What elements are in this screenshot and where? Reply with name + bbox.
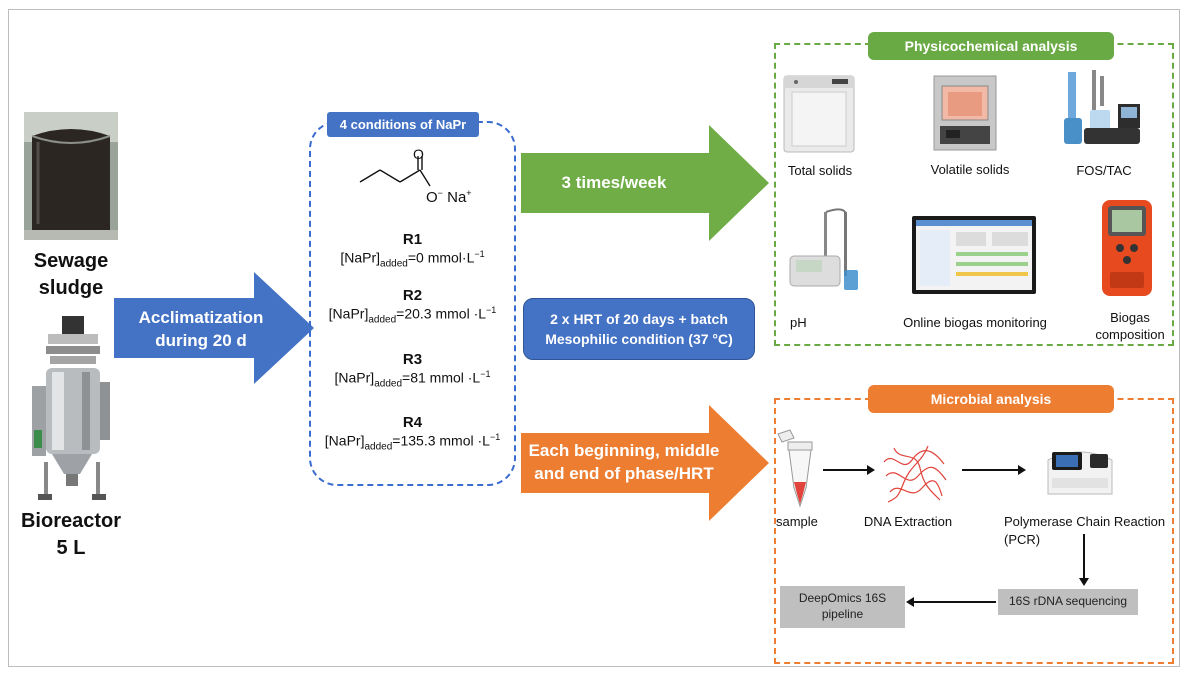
hrt-box: 2 x HRT of 20 days + batch Mesophilic co… <box>523 298 755 360</box>
physicochemical-header: Physicochemical analysis <box>868 32 1114 60</box>
condition-r3-title: R3 <box>402 351 423 368</box>
oven-image <box>782 72 856 156</box>
pcr-label: Polymerase Chain Reaction (PCR) <box>1004 514 1166 547</box>
figure-frame <box>8 9 1180 667</box>
dna-to-pcr-arrow <box>962 465 1026 475</box>
acclimatization-label: Acclimatization during 20 d <box>138 308 264 350</box>
sequencing-to-pipeline-arrow <box>906 597 996 607</box>
condition-r4-value: [NaPr]added=135.3 mmol ·L−1 <box>324 432 501 453</box>
condition-r2-title: R2 <box>402 287 423 304</box>
microbial-sampling-arrow <box>521 405 769 521</box>
biogas-composition-label: Biogas composition <box>1095 310 1165 342</box>
hrt-line1: 2 x HRT of 20 days + batch <box>550 310 728 327</box>
conditions-header: 4 conditions of NaPr <box>327 112 479 137</box>
sample-label: sample <box>776 514 818 529</box>
condition-r1-title: R1 <box>402 231 423 248</box>
ph-meter-image <box>786 204 866 294</box>
volatile-solids-label: Volatile solids <box>930 162 1010 177</box>
titrator-image <box>1062 66 1142 148</box>
monitor-screen-image <box>912 216 1036 294</box>
online-biogas-label: Online biogas monitoring <box>903 315 1047 330</box>
bioreactor-label: Bioreactor 5 L <box>20 510 122 559</box>
propionate-structure <box>356 148 486 212</box>
sample-to-dna-arrow <box>823 465 875 475</box>
sodium-label: Na <box>447 189 467 206</box>
sample-tube-image <box>776 428 816 510</box>
ph-label: pH <box>790 315 807 330</box>
pcr-machine-image <box>1042 442 1118 498</box>
sewage-sludge-label: Sewage sludge <box>33 250 109 299</box>
pipeline-box: DeepOmics 16S pipeline <box>780 586 905 628</box>
sampling-frequency-arrow <box>521 125 769 241</box>
condition-r3-value: [NaPr]added=81 mmol ·L−1 <box>334 369 491 390</box>
bioreactor-photo <box>22 312 122 504</box>
fos-tac-label: FOS/TAC <box>1076 163 1132 178</box>
plus-charge: + <box>466 188 472 198</box>
hrt-line2: Mesophilic condition (37 °C) <box>545 331 733 347</box>
dna-strands-image <box>880 442 950 506</box>
condition-r2-value: [NaPr]added=20.3 mmol ·L−1 <box>328 305 497 326</box>
biogas-analyzer-image <box>1100 198 1154 298</box>
minus-charge: − <box>437 188 443 198</box>
total-solids-label: Total solids <box>787 163 853 178</box>
sequencing-box: 16S rDNA sequencing <box>998 589 1138 615</box>
sampling-frequency-label: 3 times/week <box>561 173 667 192</box>
pcr-to-sequencing-arrow <box>1079 534 1089 586</box>
microbial-sampling-label: Each beginning, middle and end of phase/… <box>528 441 720 483</box>
carbonyl-oxygen-label: O <box>413 146 424 162</box>
condition-r4-title: R4 <box>402 414 423 431</box>
sewage-sludge-photo <box>24 112 118 240</box>
acclimatization-arrow <box>114 272 314 384</box>
microbial-header: Microbial analysis <box>868 385 1114 413</box>
dna-extraction-label: DNA Extraction <box>863 514 953 529</box>
muffle-furnace-image <box>932 74 998 152</box>
condition-r1-value: [NaPr]added=0 mmol·L−1 <box>340 249 485 270</box>
carboxylate-label: O− Na+ <box>426 188 472 206</box>
carboxylate-oxygen: O <box>426 189 438 206</box>
